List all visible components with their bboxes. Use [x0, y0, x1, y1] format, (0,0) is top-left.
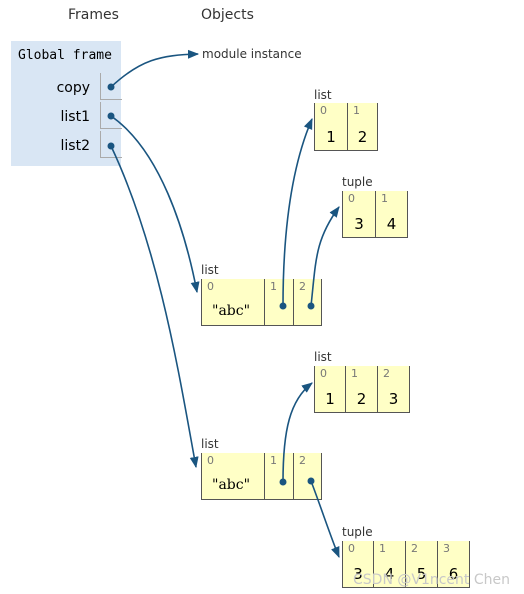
tuple-b-value-3: 6 — [448, 565, 459, 583]
list-b-value-1: 2 — [356, 390, 367, 408]
arrow-list2-to-list — [110, 145, 199, 469]
list-a-cell-0: 0 1 — [314, 103, 348, 151]
list1-index-0: 0 — [207, 280, 214, 293]
list-b-cell-0: 0 1 — [314, 366, 346, 413]
global-frame-title: Global frame — [18, 48, 112, 63]
list1-index-2: 2 — [299, 280, 306, 293]
list1-box[interactable]: 0 "abc" 1 2 — [201, 279, 322, 326]
list1-index-1: 1 — [270, 280, 277, 293]
tuple-b-box[interactable]: 0 3 1 4 2 5 3 6 — [342, 541, 470, 588]
list2-index-0: 0 — [207, 454, 214, 467]
tuple-b-cell-0: 0 3 — [342, 541, 374, 588]
tuple-a-index-0: 0 — [348, 192, 355, 205]
var-slot-list2[interactable] — [100, 131, 122, 158]
list1-cell-2: 2 — [294, 279, 322, 326]
tuple-a-cell-0: 0 3 — [342, 191, 376, 238]
list-b-index-1: 1 — [351, 367, 358, 380]
var-name-list1: list1 — [60, 109, 90, 125]
list-a-cell-1: 1 2 — [348, 103, 378, 151]
tuple-b-index-3: 3 — [443, 542, 450, 555]
objects-header: Objects — [201, 7, 254, 23]
module-instance-label[interactable]: module instance — [202, 47, 302, 61]
list-b-index-2: 2 — [383, 367, 390, 380]
tuple-b-cell-2: 2 5 — [406, 541, 438, 588]
list-a-index-0: 0 — [320, 104, 327, 117]
tuple-b-value-2: 5 — [416, 565, 427, 583]
list1-cell-1: 1 — [265, 279, 294, 326]
global-frame: Global frame copy list1 list2 — [11, 41, 122, 166]
tuple-b-value-1: 4 — [384, 565, 395, 583]
list1-type-label: list — [201, 263, 219, 277]
arrow-copy-to-module — [110, 49, 200, 88]
list-b-cell-2: 2 3 — [378, 366, 410, 413]
list-b-box[interactable]: 0 1 1 2 2 3 — [314, 366, 410, 413]
tuple-b-value-0: 3 — [353, 565, 363, 583]
list-a-box[interactable]: 0 1 1 2 — [314, 103, 378, 151]
var-name-list2: list2 — [60, 138, 90, 154]
tuple-a-value-1: 4 — [386, 215, 397, 233]
list-b-cell-1: 1 2 — [346, 366, 378, 413]
watermark: CSDN @V1ncent Chen — [353, 572, 510, 588]
tuple-b-index-0: 0 — [348, 542, 355, 555]
list-b-value-2: 3 — [388, 390, 399, 408]
tuple-b-index-1: 1 — [379, 542, 386, 555]
tuple-b-cell-3: 3 6 — [438, 541, 470, 588]
list-b-type-label: list — [314, 350, 332, 364]
tuple-a-value-0: 3 — [354, 215, 364, 233]
list-b-index-0: 0 — [320, 367, 327, 380]
list-a-type-label: list — [314, 88, 332, 102]
list2-cell-0: 0 "abc" — [201, 453, 265, 500]
tuple-b-type-label: tuple — [342, 525, 373, 539]
arrow-list1-to-list — [110, 115, 200, 294]
tuple-b-index-2: 2 — [411, 542, 418, 555]
list2-value-0: "abc" — [212, 477, 251, 493]
arrow-list1-item1 — [282, 117, 313, 307]
tuple-a-box[interactable]: 0 3 1 4 — [342, 191, 408, 238]
list-b-value-0: 1 — [325, 390, 335, 408]
list2-index-2: 2 — [299, 454, 306, 467]
tuple-a-cell-1: 1 4 — [376, 191, 408, 238]
list-a-value-1: 2 — [357, 128, 368, 146]
var-slot-copy[interactable] — [100, 73, 122, 100]
list2-cell-2: 2 — [294, 453, 322, 500]
var-slot-list1[interactable] — [100, 102, 122, 129]
tuple-a-type-label: tuple — [342, 175, 373, 189]
var-name-copy: copy — [56, 80, 90, 96]
list2-index-1: 1 — [270, 454, 277, 467]
list1-value-0: "abc" — [212, 303, 251, 319]
frames-header: Frames — [68, 7, 119, 23]
tuple-a-index-1: 1 — [381, 192, 388, 205]
list-a-value-0: 1 — [326, 128, 336, 146]
list1-cell-0: 0 "abc" — [201, 279, 265, 326]
list-a-index-1: 1 — [353, 104, 360, 117]
list2-cell-1: 1 — [265, 453, 294, 500]
tuple-b-cell-1: 1 4 — [374, 541, 406, 588]
list2-type-label: list — [201, 437, 219, 451]
list2-box[interactable]: 0 "abc" 1 2 — [201, 453, 322, 500]
